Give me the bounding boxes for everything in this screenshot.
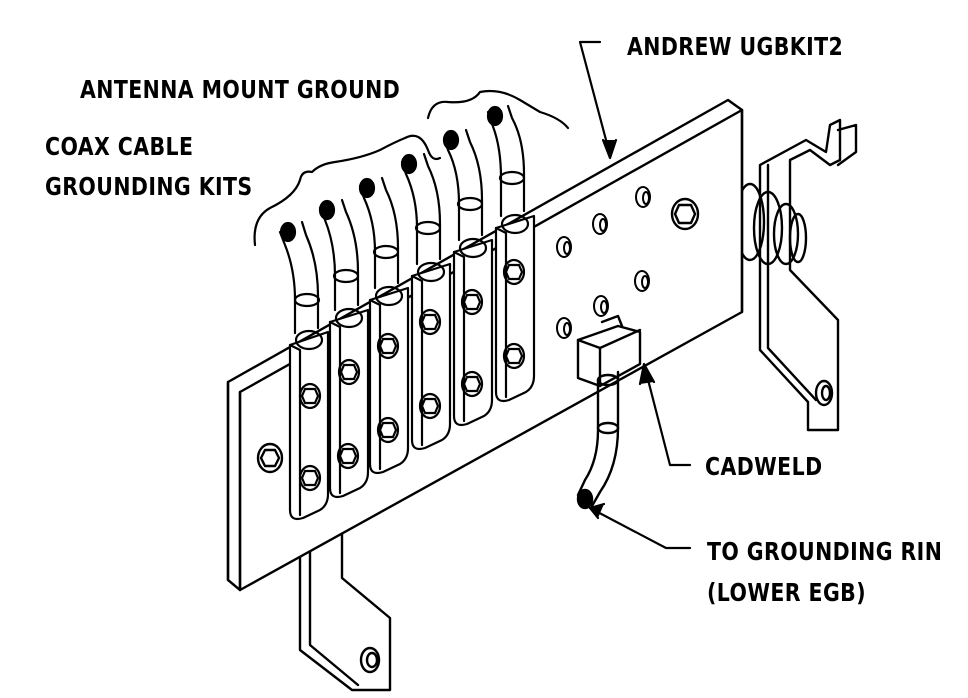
braces [253,89,570,247]
grounding-lugs [278,104,536,521]
left-mounting-bracket [298,518,392,692]
cadweld-block [576,314,642,388]
leaders [578,40,692,550]
andrew-leader [578,40,618,160]
right-bracket-hole [814,379,834,407]
label-antenna-mount-ground: ANTENNA MOUNT GROUND [80,75,401,104]
left-bracket-hole [359,646,381,674]
lug-6 [486,104,536,403]
label-coax-cable: COAX CABLE [45,132,194,161]
bar-holes [556,186,651,339]
antenna-mount-brace [426,89,570,130]
grounding-ring-leader [588,502,692,550]
coax-kits-brace [253,134,442,247]
lug-2 [318,198,370,499]
lug-5 [442,128,494,427]
wire-end [576,488,594,510]
label-grounding-kits: GROUNDING KITS [45,172,253,201]
label-andrew-ugbkit2: ANDREW UGBKIT2 [627,32,844,61]
lug-1 [278,220,330,521]
lug-3 [358,176,410,475]
label-lower-egb: (LOWER EGB) [707,578,867,607]
bar-bolts [256,197,700,474]
right-mounting-bracket [758,118,858,432]
label-to-grounding-ring: TO GROUNDING RIN [707,537,943,566]
lug-4 [400,152,452,451]
ground-wire [576,370,620,510]
standoff-insulator [734,182,808,266]
label-cadweld: CADWELD [705,452,823,481]
cadweld-leader [638,362,692,467]
